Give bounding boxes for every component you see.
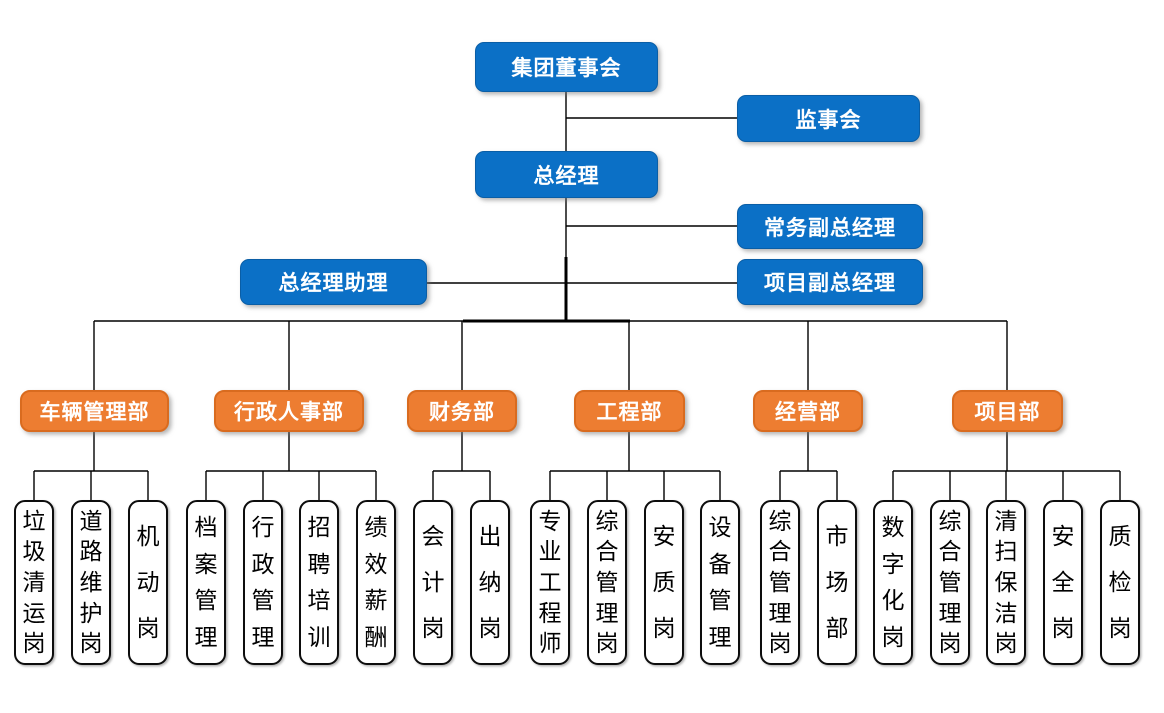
position-box: 绩效薪酬 xyxy=(356,500,396,665)
position-box: 行政管理 xyxy=(243,500,283,665)
dept-vehicle-management: 车辆管理部 xyxy=(20,390,169,432)
position-box: 会计岗 xyxy=(413,500,453,665)
position-box: 安全岗 xyxy=(1043,500,1083,665)
node-gm-assistant: 总经理助理 xyxy=(240,259,427,305)
position-box: 垃圾清运岗 xyxy=(14,500,54,665)
position-box: 综合管理岗 xyxy=(587,500,627,665)
position-box: 综合管理岗 xyxy=(760,500,800,665)
position-box: 档案管理 xyxy=(186,500,226,665)
position-box: 安质岗 xyxy=(644,500,684,665)
position-box: 道路维护岗 xyxy=(71,500,111,665)
node-supervisory-board: 监事会 xyxy=(737,95,920,142)
position-box: 质检岗 xyxy=(1100,500,1140,665)
position-box: 清扫保洁岗 xyxy=(986,500,1026,665)
position-box: 专业工程师 xyxy=(530,500,570,665)
position-box: 招聘培训 xyxy=(299,500,339,665)
dept-project: 项目部 xyxy=(952,390,1063,432)
position-box: 综合管理岗 xyxy=(930,500,970,665)
dept-operations: 经营部 xyxy=(753,390,863,432)
node-project-deputy-gm: 项目副总经理 xyxy=(737,259,923,305)
dept-engineering: 工程部 xyxy=(574,390,685,432)
dept-admin-hr: 行政人事部 xyxy=(214,390,364,432)
node-general-manager: 总经理 xyxy=(475,151,658,198)
node-executive-deputy-gm: 常务副总经理 xyxy=(737,204,923,249)
position-box: 市场部 xyxy=(817,500,857,665)
position-box: 数字化岗 xyxy=(873,500,913,665)
dept-finance: 财务部 xyxy=(407,390,517,432)
node-board: 集团董事会 xyxy=(475,42,658,92)
position-box: 机动岗 xyxy=(128,500,168,665)
position-box: 出纳岗 xyxy=(470,500,510,665)
position-box: 设备管理 xyxy=(700,500,740,665)
